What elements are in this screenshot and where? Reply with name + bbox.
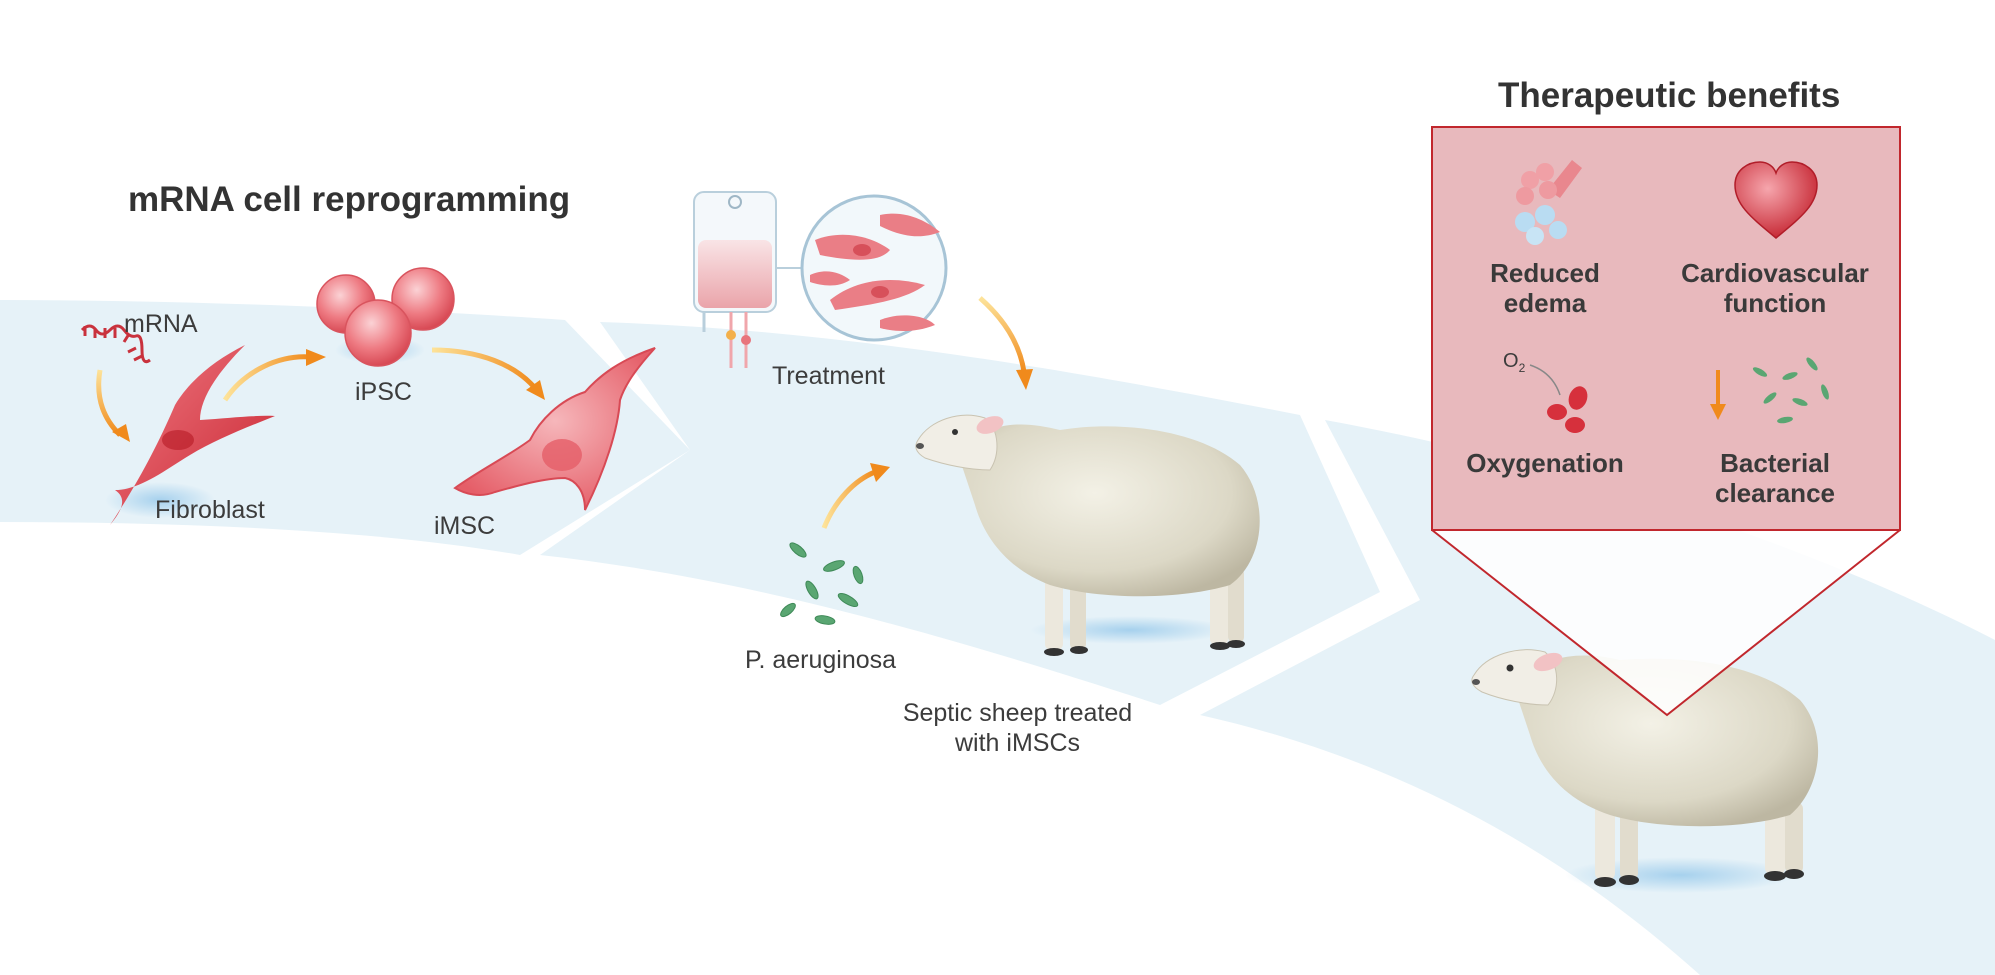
mrna-label: mRNA xyxy=(124,310,198,338)
reduced-edema-line1: Reduced xyxy=(1490,258,1600,288)
cardiovascular-line1: Cardiovascular xyxy=(1681,258,1869,288)
p-aeruginosa-label: P. aeruginosa xyxy=(745,646,897,674)
ipsc-label: iPSC xyxy=(355,378,412,406)
septic-sheep-icon xyxy=(915,414,1260,656)
septic-sheep-label: Septic sheep treated with iMSCs xyxy=(880,698,1155,758)
lung-alveoli-icon xyxy=(1515,160,1582,245)
arrow-ipsc-to-imsc xyxy=(431,347,545,400)
benefits-title: Therapeutic benefits xyxy=(1498,76,1841,115)
fibroblast-cell-icon xyxy=(105,345,275,525)
magnified-cells-icon xyxy=(800,194,948,342)
bacterial-clearance-line1: Bacterial xyxy=(1720,448,1830,478)
arrow-treatment-to-sheep xyxy=(978,296,1033,390)
septic-sheep-label-line2: with iMSCs xyxy=(954,729,1080,757)
bacterial-clearance-icon xyxy=(1710,357,1829,424)
imsc-label: iMSC xyxy=(434,512,496,540)
cardiovascular-label: Cardiovascular function xyxy=(1660,258,1890,318)
fibroblast-label: Fibroblast xyxy=(155,496,265,524)
reduced-edema-label: Reduced edema xyxy=(1430,258,1660,318)
cardiovascular-line2: function xyxy=(1723,288,1827,318)
bacteria-cluster-icon xyxy=(780,542,864,625)
oxygen-symbol: O xyxy=(1503,350,1519,372)
bacterial-clearance-line2: clearance xyxy=(1715,478,1835,508)
imsc-cell-icon xyxy=(453,347,656,511)
treated-sheep-icon xyxy=(1471,649,1819,893)
treatment-label: Treatment xyxy=(772,362,886,390)
ipsc-cells-icon xyxy=(316,267,455,367)
mrna-strand-icon xyxy=(80,324,151,364)
oxygen-subscript: 2 xyxy=(1518,361,1526,375)
benefits-panel xyxy=(1431,126,1901,717)
oxygen-label: O2 xyxy=(1503,350,1525,375)
red-blood-cells-icon xyxy=(1529,364,1588,433)
reduced-edema-line2: edema xyxy=(1503,288,1587,318)
oxygenation-label: Oxygenation xyxy=(1466,448,1624,478)
septic-sheep-label-line1: Septic sheep treated xyxy=(902,699,1133,727)
iv-bag-icon xyxy=(693,191,805,368)
arrow-bacteria-to-sheep xyxy=(821,463,890,529)
reprogramming-title: mRNA cell reprogramming xyxy=(128,180,571,219)
bacterial-clearance-label: Bacterial clearance xyxy=(1660,448,1890,508)
arrow-mrna-to-fibroblast xyxy=(96,369,130,442)
heart-icon xyxy=(1734,161,1818,239)
arrow-fibroblast-to-ipsc xyxy=(222,349,326,402)
